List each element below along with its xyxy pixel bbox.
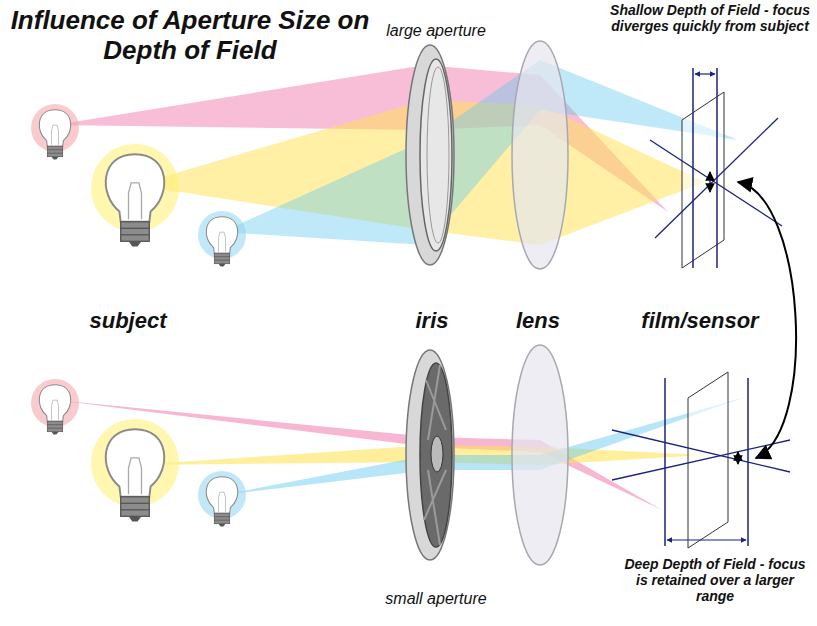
blur-dimension bbox=[737, 452, 738, 464]
aperture-label: small aperture bbox=[385, 590, 486, 608]
row-label: lens bbox=[516, 308, 560, 333]
light-bulb bbox=[206, 217, 237, 267]
light-bulb bbox=[39, 110, 70, 160]
dof-dimension bbox=[695, 73, 715, 74]
row-label: subject bbox=[89, 308, 166, 333]
focus-line bbox=[612, 430, 790, 472]
light-bulb bbox=[106, 154, 164, 246]
iris-small bbox=[406, 350, 454, 560]
diagram-title: Influence of Aperture Size on Depth of F… bbox=[4, 6, 376, 66]
dof-limit bbox=[747, 378, 749, 546]
light-band bbox=[222, 398, 742, 495]
blur-dimension bbox=[709, 172, 710, 192]
dof-note: Deep Depth of Field - focus is retained … bbox=[620, 556, 810, 604]
focus-line bbox=[650, 140, 782, 226]
lens bbox=[512, 345, 568, 565]
focus-line bbox=[612, 440, 790, 480]
light-band bbox=[222, 60, 738, 245]
dof-dimension bbox=[667, 539, 746, 540]
light-bulb bbox=[206, 477, 237, 527]
sensor-plane bbox=[688, 372, 728, 548]
dof-note: Shallow Depth of Field - focus diverges … bbox=[610, 2, 810, 34]
aperture-label: large aperture bbox=[386, 22, 486, 40]
light-bulb bbox=[106, 429, 164, 521]
dof-limit bbox=[664, 378, 666, 546]
light-bulb bbox=[39, 385, 70, 435]
row-label: iris bbox=[415, 308, 448, 333]
dof-limit bbox=[692, 68, 694, 268]
dof-limit bbox=[716, 68, 718, 268]
row-label: film/sensor bbox=[641, 308, 758, 333]
iris-large bbox=[406, 45, 454, 265]
lens bbox=[512, 41, 568, 269]
